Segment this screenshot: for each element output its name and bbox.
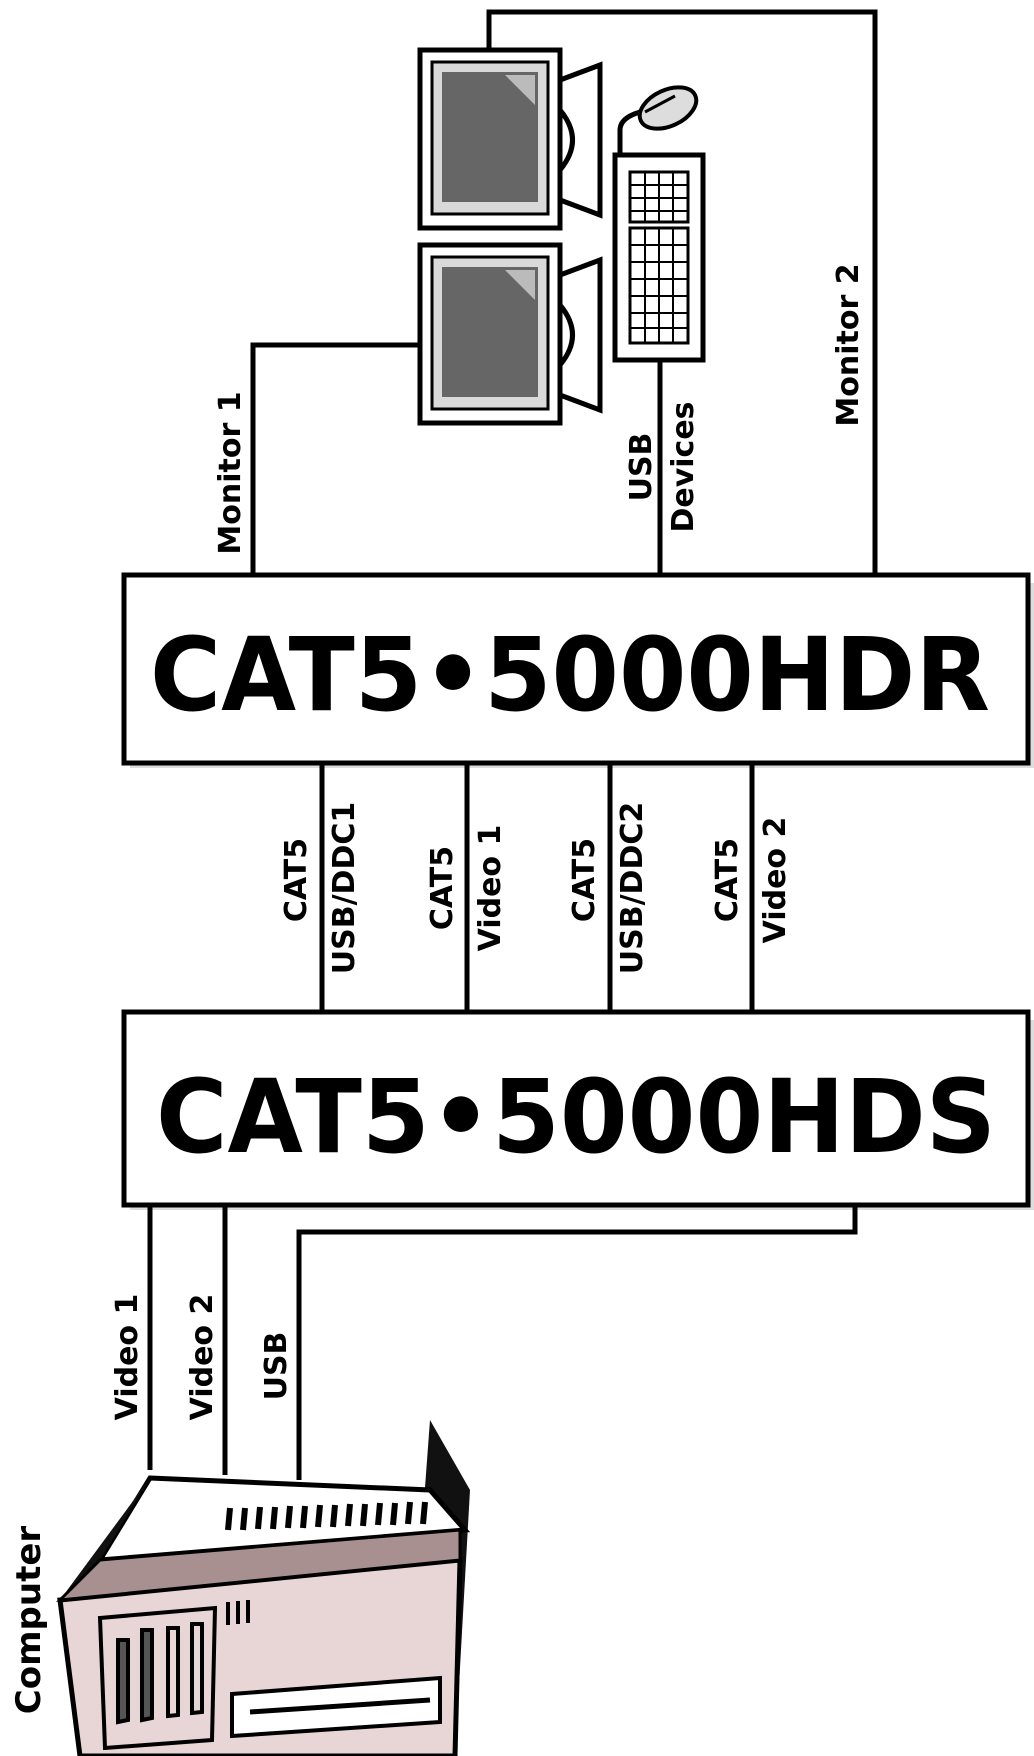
computer-label: Computer: [9, 1526, 49, 1715]
cat5-signal-label: Video 2: [758, 817, 793, 944]
video1-label: Video 1: [110, 1294, 145, 1421]
cat5-label: CAT5: [425, 846, 460, 930]
cat5-label: CAT5: [710, 838, 745, 922]
monitor1-cable: [250, 342, 420, 578]
mouse-cord: [617, 109, 641, 155]
usb-cable: [296, 1205, 858, 1480]
sender-unit-label: CAT5•5000HDS: [156, 1058, 996, 1177]
usb-bottom-label: USB: [259, 1332, 294, 1401]
receiver-unit-label: CAT5•5000HDR: [150, 616, 990, 735]
monitor-icon: [417, 242, 603, 426]
receiver-unit: CAT5•5000HDR: [121, 572, 1034, 768]
monitor1-label: Monitor 1: [213, 391, 248, 554]
cat5-label: CAT5: [567, 838, 602, 922]
video2-label: Video 2: [185, 1294, 220, 1421]
cat5-cables: [319, 763, 755, 1012]
monitor-icon: [417, 47, 603, 231]
monitor2-label: Monitor 2: [831, 263, 866, 426]
cat5-label: CAT5: [279, 838, 314, 922]
computer-icon: [55, 1420, 471, 1756]
cat5-signal-label: Video 1: [473, 825, 508, 952]
sender-unit: CAT5•5000HDS: [121, 1009, 1034, 1210]
top-cables: [250, 9, 878, 578]
devices-label: Devices: [666, 401, 701, 532]
cat5-signal-label: USB/DDC2: [615, 802, 650, 975]
bottom-cables: [147, 1205, 858, 1480]
keyboard-icon: [612, 152, 706, 363]
cat5-signal-label: USB/DDC1: [327, 802, 362, 975]
mouse-icon: [637, 85, 699, 131]
usb-label: USB: [624, 433, 659, 502]
monitor2-cable: [486, 9, 878, 578]
